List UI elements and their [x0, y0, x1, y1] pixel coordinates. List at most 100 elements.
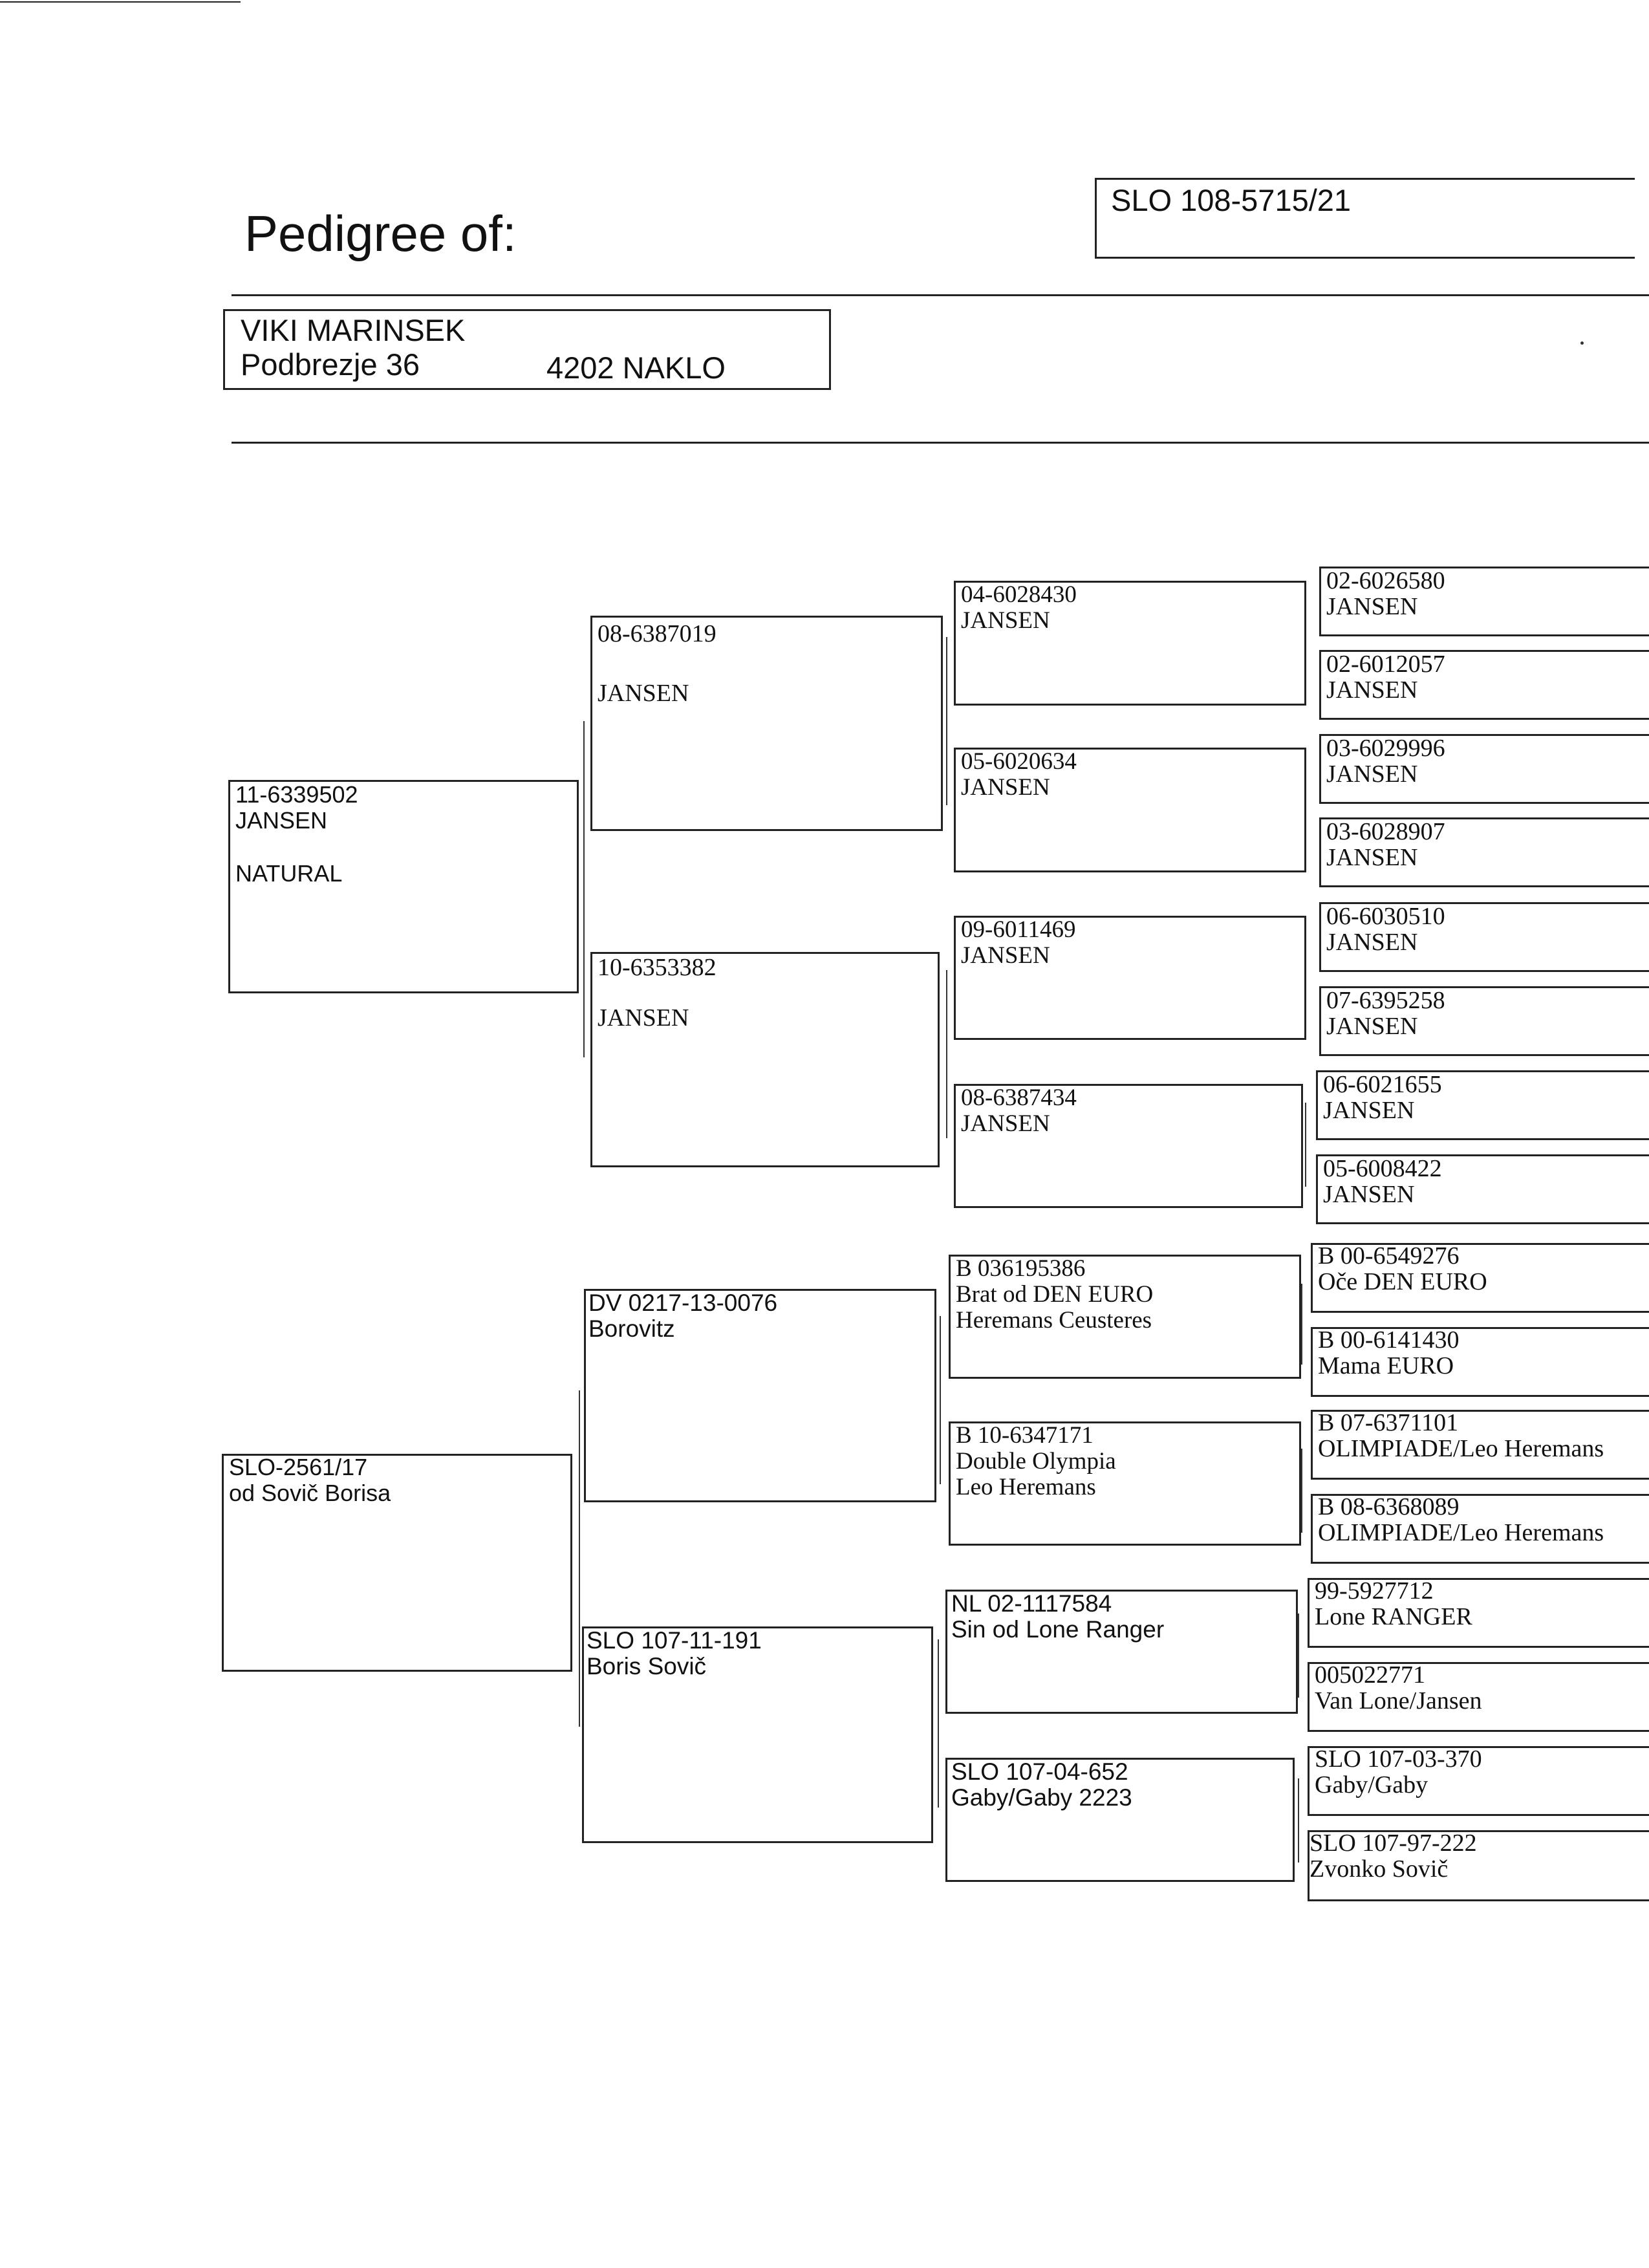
page-title: Pedigree of:: [244, 205, 517, 262]
ggg-box: 005022771 Van Lone/Jansen: [1308, 1662, 1649, 1732]
great-grandparent-line: Sin od Lone Ranger: [951, 1616, 1165, 1643]
ggg-line: Lone RANGER: [1315, 1603, 1472, 1630]
bracket-connector: [583, 721, 585, 1057]
grandparent-id: 08-6387019: [598, 620, 717, 647]
ggg-id: 06-6021655: [1323, 1071, 1442, 1098]
ring-number: SLO 108-5715/21: [1111, 183, 1352, 217]
ggg-box: B 08-6368089 OLIMPIADE/Leo Heremans: [1311, 1494, 1649, 1564]
bracket-connector: [1298, 1614, 1299, 1698]
great-grandparent-box: B 036195386 Brat od DEN EURO Heremans Ce…: [949, 1255, 1301, 1379]
ggg-id: 02-6026580: [1326, 567, 1445, 594]
ggg-box: SLO 107-03-370 Gaby/Gaby: [1308, 1746, 1649, 1816]
ggg-line: JANSEN: [1326, 593, 1418, 620]
ggg-line: JANSEN: [1326, 676, 1418, 704]
great-grandparent-id: 05-6020634: [961, 748, 1077, 775]
ggg-line: Oče DEN EURO: [1318, 1268, 1487, 1295]
owner-name: VIKI MARINSEK: [241, 313, 466, 347]
great-grandparent-id: 08-6387434: [961, 1085, 1077, 1111]
grandparent-id: 10-6353382: [598, 954, 717, 981]
ggg-line: Gaby/Gaby: [1315, 1771, 1428, 1798]
ggg-box: 07-6395258 JANSEN: [1319, 986, 1649, 1056]
ggg-box: 06-6021655 JANSEN: [1316, 1070, 1649, 1140]
scan-mark-line: [0, 1, 241, 3]
ggg-id: 03-6029996: [1326, 735, 1445, 762]
parent-dam-line: od Sovič Borisa: [229, 1480, 391, 1506]
bracket-connector: [946, 637, 947, 805]
great-grandparent-box: SLO 107-04-652 Gaby/Gaby 2223: [945, 1758, 1295, 1882]
grandparent-id: DV 0217-13-0076: [588, 1290, 778, 1316]
great-grandparent-line: Heremans Ceusteres: [956, 1307, 1152, 1334]
bracket-connector: [579, 1390, 580, 1727]
great-grandparent-line: JANSEN: [961, 774, 1050, 801]
great-grandparent-line: Brat od DEN EURO: [956, 1281, 1154, 1308]
ggg-id: 005022771: [1315, 1661, 1425, 1689]
ring-number-box: SLO 108-5715/21: [1095, 178, 1635, 259]
ggg-line: Mama EURO: [1318, 1352, 1454, 1379]
parent-sire-box: 11-6339502 JANSEN NATURAL: [228, 780, 579, 993]
great-grandparent-box: B 10-6347171 Double Olympia Leo Heremans: [949, 1421, 1301, 1546]
bracket-connector: [938, 1639, 939, 1808]
ggg-id: B 08-6368089: [1318, 1493, 1460, 1520]
ggg-id: B 07-6371101: [1318, 1409, 1459, 1436]
great-grandparent-line: Gaby/Gaby 2223: [951, 1784, 1132, 1811]
owner-rule: [232, 442, 1649, 444]
owner-street: Podbrezje 36: [241, 347, 420, 382]
ggg-box: B 07-6371101 OLIMPIADE/Leo Heremans: [1311, 1410, 1649, 1480]
parent-dam-box: SLO-2561/17 od Sovič Borisa: [222, 1454, 572, 1672]
ggg-box: B 00-6549276 Oče DEN EURO: [1311, 1243, 1649, 1313]
parent-dam-id: SLO-2561/17: [229, 1454, 368, 1480]
great-grandparent-id: B 10-6347171: [956, 1422, 1094, 1449]
great-grandparent-id: B 036195386: [956, 1255, 1086, 1282]
ggg-box: B 00-6141430 Mama EURO: [1311, 1327, 1649, 1397]
owner-city: 4202 NAKLO: [546, 351, 726, 385]
ggg-line: Van Lone/Jansen: [1315, 1687, 1482, 1714]
ggg-line: OLIMPIADE/Leo Heremans: [1318, 1519, 1604, 1546]
great-grandparent-line: Double Olympia: [956, 1448, 1116, 1474]
speck-dot: [1580, 341, 1584, 345]
ggg-box: 06-6030510 JANSEN: [1319, 902, 1649, 972]
ggg-line: Zvonko Sovič: [1310, 1855, 1449, 1883]
ggg-line: JANSEN: [1326, 1013, 1418, 1040]
great-grandparent-box: 05-6020634 JANSEN: [954, 748, 1306, 872]
great-grandparent-box: 04-6028430 JANSEN: [954, 581, 1306, 706]
ggg-line: OLIMPIADE/Leo Heremans: [1318, 1435, 1604, 1462]
ggg-id: 07-6395258: [1326, 987, 1445, 1014]
header-rule: [232, 294, 1649, 296]
ggg-id: SLO 107-97-222: [1310, 1830, 1477, 1857]
grandparent-line: Borovitz: [588, 1315, 675, 1342]
ggg-box: 05-6008422 JANSEN: [1316, 1154, 1649, 1224]
ggg-id: 99-5927712: [1315, 1577, 1434, 1604]
ggg-line: JANSEN: [1326, 844, 1418, 871]
great-grandparent-id: SLO 107-04-652: [951, 1758, 1128, 1785]
grandparent-line: JANSEN: [598, 1004, 689, 1031]
grandparent-box: 10-6353382 JANSEN: [590, 952, 940, 1167]
ggg-box: 02-6026580 JANSEN: [1319, 567, 1649, 636]
great-grandparent-line: JANSEN: [961, 1110, 1050, 1137]
grandparent-id: SLO 107-11-191: [587, 1627, 762, 1654]
grandparent-line: JANSEN: [598, 680, 689, 707]
ggg-box: SLO 107-97-222 Zvonko Sovič: [1308, 1830, 1649, 1901]
bracket-connector: [1301, 1449, 1302, 1533]
ggg-id: 03-6028907: [1326, 818, 1445, 845]
grandparent-box: DV 0217-13-0076 Borovitz: [584, 1289, 936, 1502]
great-grandparent-box: NL 02-1117584 Sin od Lone Ranger: [945, 1590, 1298, 1714]
bracket-connector: [1298, 1778, 1299, 1863]
grandparent-line: Boris Sovič: [587, 1653, 707, 1679]
great-grandparent-line: JANSEN: [961, 607, 1050, 634]
grandparent-box: 08-6387019 JANSEN: [590, 616, 943, 831]
parent-sire-id: 11-6339502: [235, 781, 358, 808]
ggg-line: JANSEN: [1323, 1181, 1415, 1208]
ggg-line: JANSEN: [1326, 761, 1418, 788]
great-grandparent-box: 08-6387434 JANSEN: [954, 1084, 1303, 1208]
great-grandparent-id: 04-6028430: [961, 581, 1077, 608]
ggg-id: B 00-6549276: [1318, 1242, 1460, 1269]
great-grandparent-line: JANSEN: [961, 942, 1050, 969]
great-grandparent-line: Leo Heremans: [956, 1474, 1096, 1500]
ggg-line: JANSEN: [1323, 1097, 1415, 1124]
bracket-connector: [1301, 1284, 1302, 1365]
bracket-connector: [1305, 1103, 1306, 1187]
bracket-connector: [940, 1316, 941, 1484]
ggg-box: 03-6029996 JANSEN: [1319, 734, 1649, 804]
ggg-box: 03-6028907 JANSEN: [1319, 817, 1649, 887]
great-grandparent-id: 09-6011469: [961, 916, 1076, 943]
